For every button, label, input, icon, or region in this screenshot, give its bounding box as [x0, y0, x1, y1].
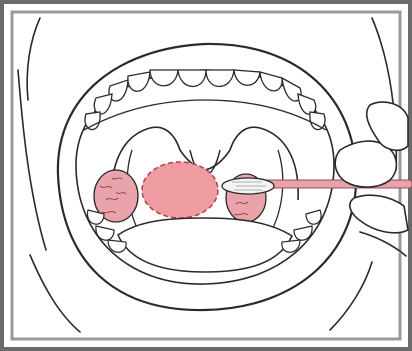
- posterior-pharynx-area: [142, 162, 218, 218]
